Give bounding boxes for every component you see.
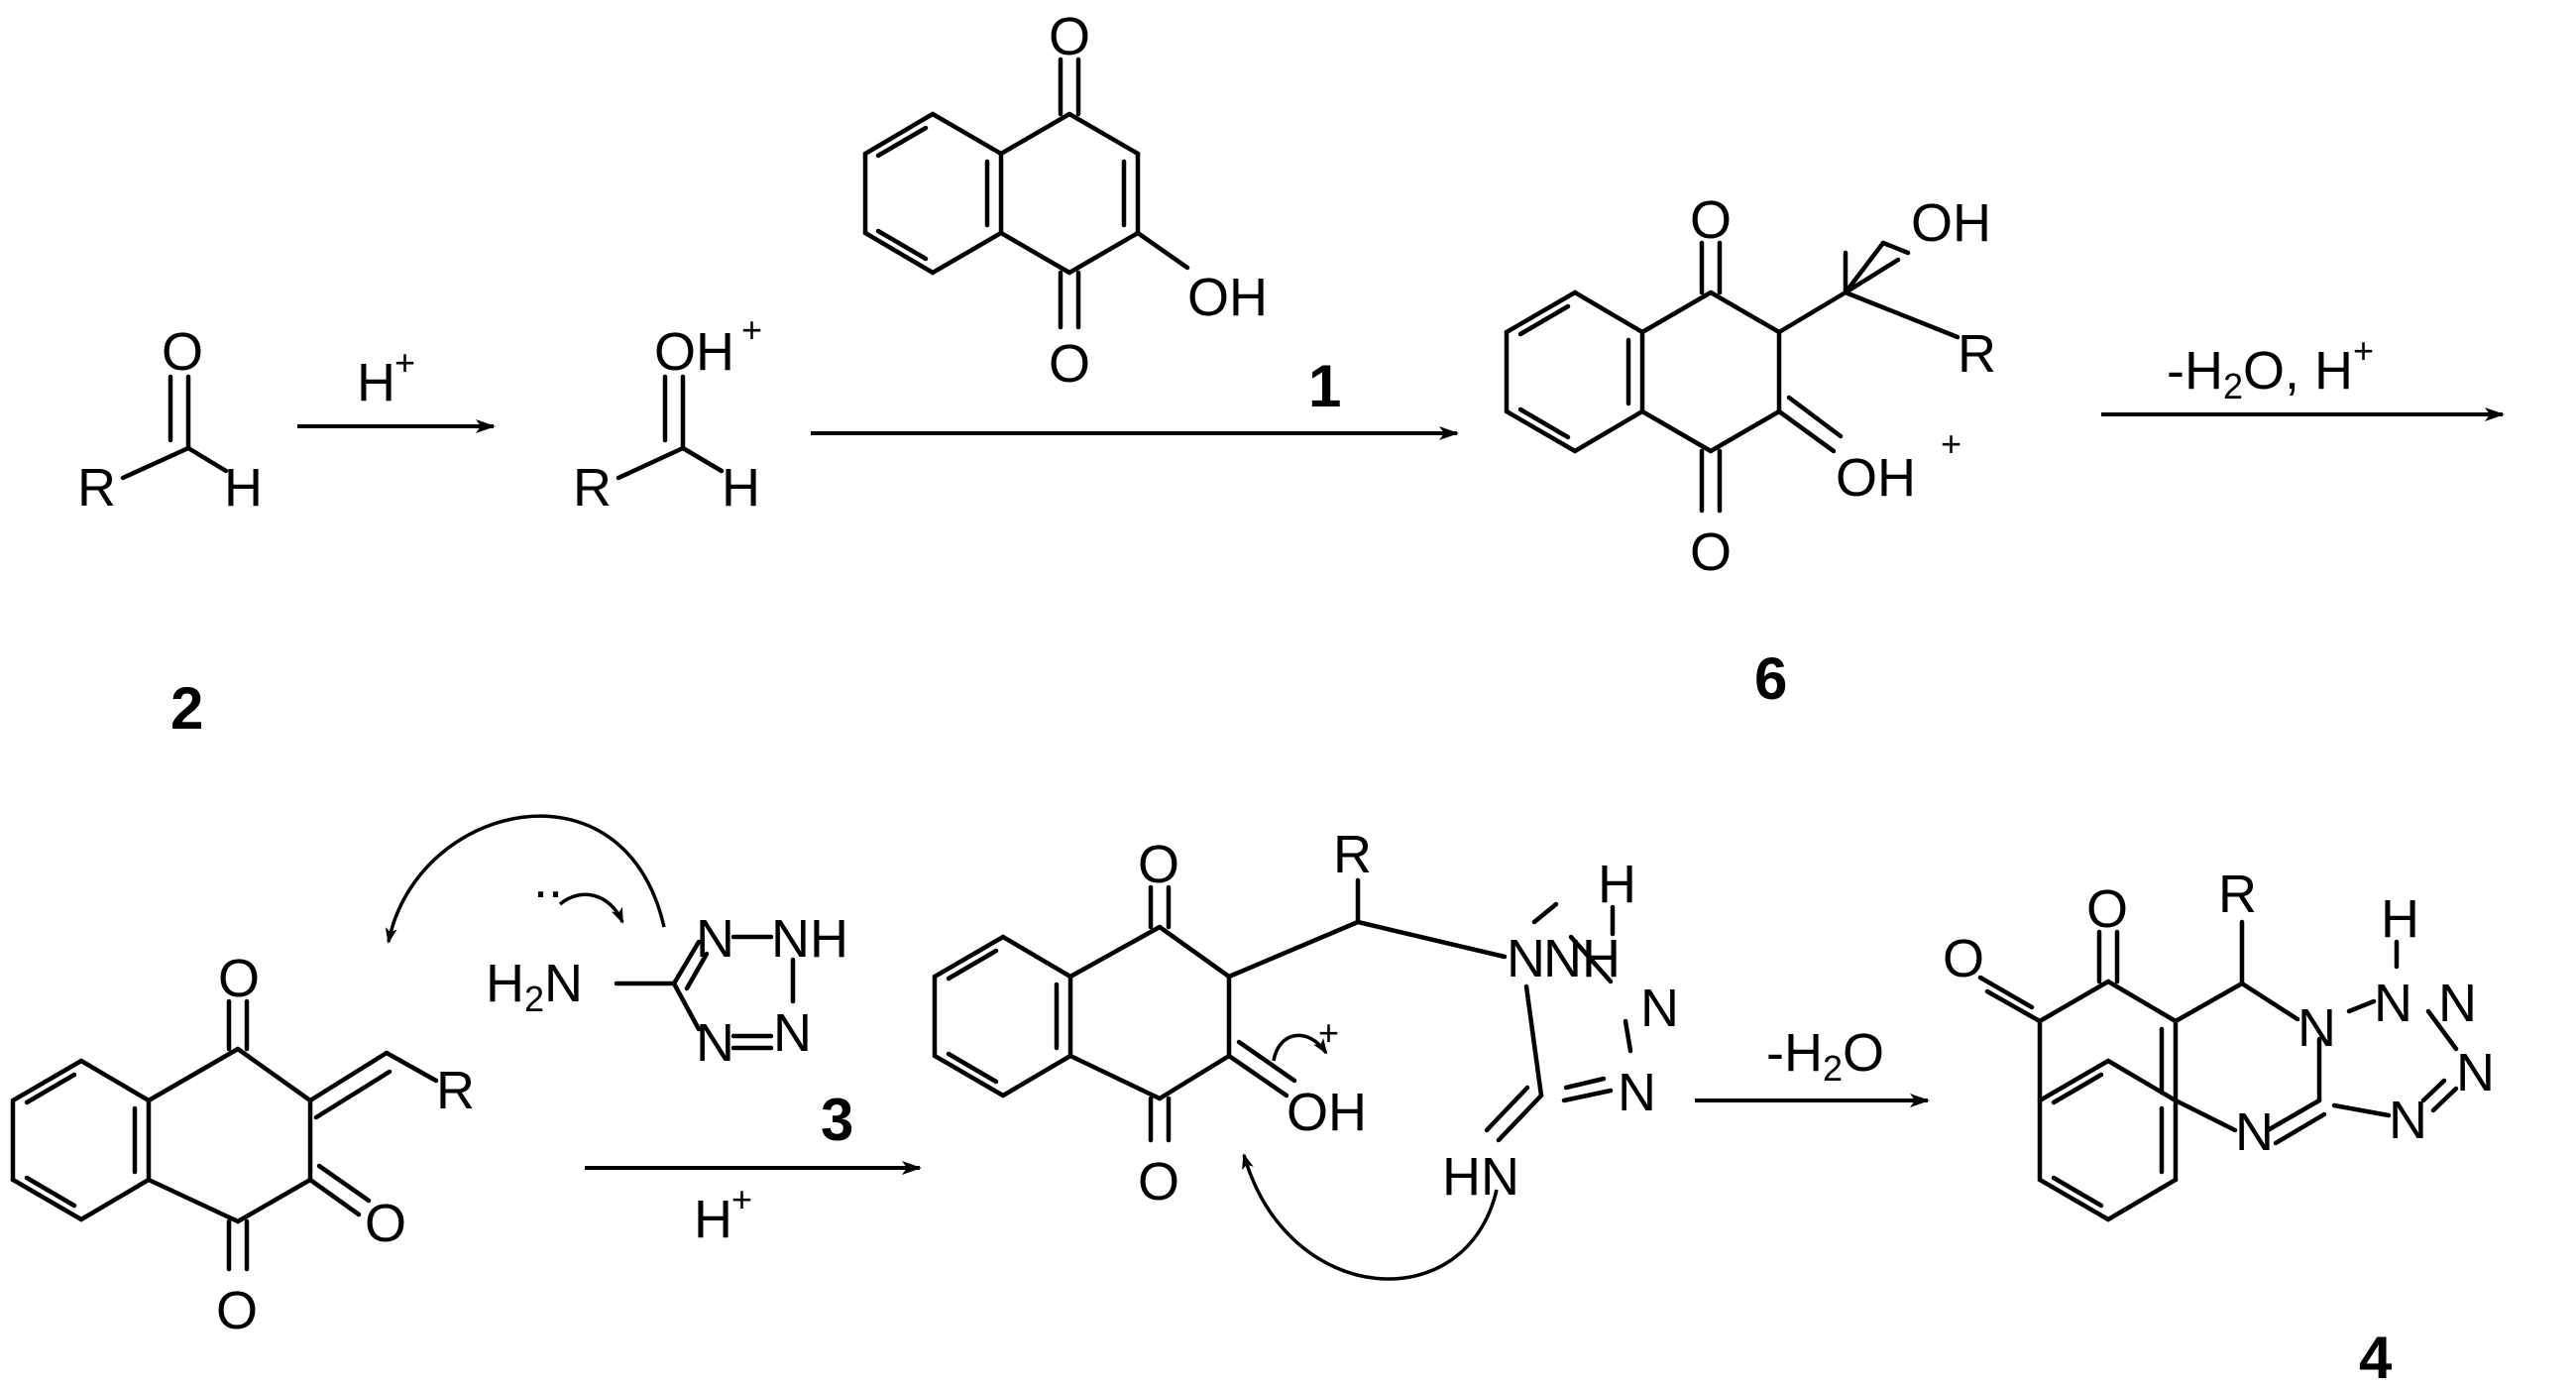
atom-h: H (1598, 855, 1636, 914)
lawsone-1: O O OH 1 (862, 7, 1341, 419)
atom-r: R (1958, 324, 1996, 384)
charge-plus: + (1941, 423, 1961, 464)
aminotetrazole-3: .. H2N N NH N N 3 (486, 850, 853, 1153)
michael-adduct: O O OH + R NNH H N N HN (932, 825, 1679, 1212)
atom-o: O (2086, 879, 2128, 939)
atom-o: O (1138, 1152, 1179, 1212)
atom-r: R (573, 458, 612, 518)
compound-label-4: 4 (2359, 1325, 2393, 1387)
curved-arrow-lone-pair (558, 892, 624, 924)
charge-plus: + (741, 309, 762, 350)
condition-h: H (694, 1190, 732, 1249)
atom-oh: OH (1911, 193, 1991, 253)
condition-plus: + (394, 342, 415, 383)
atom-n: N (1640, 979, 1679, 1038)
ortho-quinone-methide: O O O R (10, 949, 475, 1340)
atom-o: O (1690, 522, 1732, 582)
compound-label-6: 6 (1754, 645, 1787, 712)
atom-o: O (162, 322, 203, 382)
atom-n: N (2456, 1043, 2495, 1102)
atom-h: H (224, 458, 263, 518)
atom-o: O (1690, 190, 1732, 250)
curved-arrow-proton-shift (1272, 1033, 1328, 1062)
atom-r: R (436, 1061, 475, 1120)
atom-o: O (1049, 7, 1090, 66)
atom-nh: NH (771, 909, 848, 969)
atom-n: N (1618, 1063, 1656, 1122)
atom-r: R (77, 458, 116, 518)
atom-n: N (696, 1013, 734, 1073)
curved-arrow-cyclization (1242, 1153, 1499, 1281)
compound-label-3: 3 (821, 1087, 853, 1153)
atom-h2n: H2N (486, 954, 583, 1019)
atom-o: O (1138, 835, 1179, 894)
atom-n: N (2235, 1102, 2274, 1162)
compound-label-1: 1 (1308, 353, 1341, 419)
arrow-step-3: -H2O, H+ (2101, 330, 2505, 421)
atom-o: O (216, 1281, 258, 1340)
lone-pair: .. (533, 850, 563, 909)
atom-n: N (773, 1003, 812, 1063)
atom-hn: HN (1442, 1147, 1519, 1207)
protonated-aldehyde: OH + R H (573, 309, 762, 518)
atom-n-h: NNH (1507, 929, 1621, 988)
intermediate-6: O O OH R OH + 6 (1504, 190, 1996, 712)
arrow-step-5: -H2O (1695, 1023, 1930, 1107)
atom-h: H (722, 458, 760, 518)
aldehyde-2: O R H 2 (77, 322, 263, 742)
condition-plus: + (731, 1179, 752, 1219)
condition-dehydration: -H2O (1766, 1023, 1884, 1089)
atom-r: R (1333, 825, 1372, 884)
compound-label-2: 2 (170, 675, 203, 742)
atom-r: R (2218, 865, 2257, 924)
atom-n: N (2374, 974, 2412, 1033)
atom-n: N (696, 909, 734, 969)
arrow-step-4: H + (585, 1161, 922, 1249)
atom-n: N (2389, 1091, 2427, 1150)
product-4: O O R N N H N N N N 4 (1943, 865, 2495, 1387)
atom-o: O (365, 1194, 406, 1253)
atom-n: N (2297, 998, 2336, 1058)
atom-oh: OH (1836, 448, 1916, 508)
atom-o: O (1943, 929, 1984, 988)
atom-oh: OH (654, 322, 734, 382)
condition-dehydration: -H2O, H+ (2167, 330, 2374, 406)
atom-h: H (2381, 889, 2419, 949)
atom-o: O (218, 949, 260, 1008)
condition-h: H (357, 353, 395, 412)
atom-oh: OH (1187, 268, 1268, 327)
atom-oh: OH (1287, 1083, 1367, 1142)
arrow-step-1: H + (297, 342, 496, 433)
atom-n: N (2438, 974, 2477, 1033)
curved-arrow-nucleophilic-attack (385, 814, 666, 944)
atom-o: O (1049, 334, 1090, 394)
